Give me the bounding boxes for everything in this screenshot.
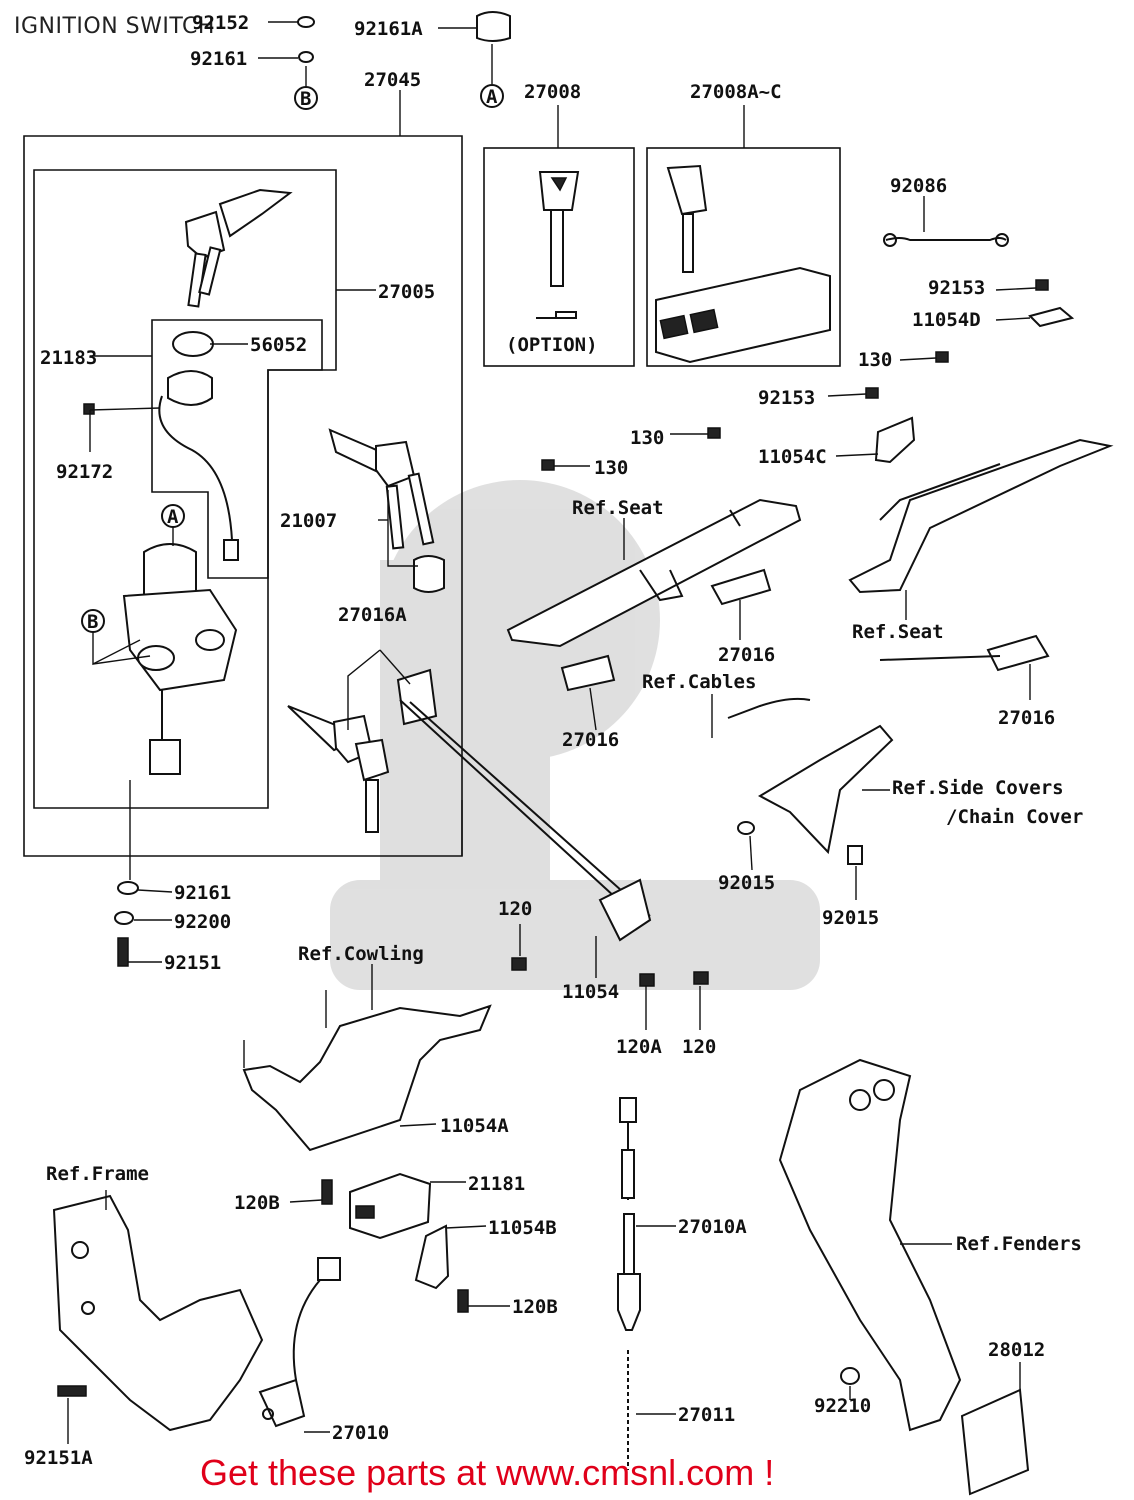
- switch-27010: [258, 1257, 341, 1428]
- key-icon: [184, 188, 293, 308]
- label-120-a: 120: [498, 898, 532, 920]
- cowling-bracket: [242, 990, 492, 1152]
- label-21181: 21181: [468, 1173, 525, 1195]
- key-icon: [287, 705, 390, 833]
- seat-bracket-left: [506, 498, 802, 648]
- label-27005: 27005: [378, 281, 435, 303]
- callout-b-top: B: [300, 88, 311, 110]
- ref-chain-cover: /Chain Cover: [946, 806, 1083, 828]
- label-92200: 92200: [174, 911, 231, 933]
- screws: [57, 279, 1049, 1397]
- label-130-b: 130: [630, 427, 664, 449]
- rear-fender: [778, 1058, 962, 1432]
- ignition-switch: [122, 331, 239, 775]
- bracket-11054b: [414, 1224, 450, 1290]
- footer-link-text[interactable]: Get these parts at www.cmsnl.com !: [200, 1452, 775, 1493]
- label-11054d: 11054D: [912, 309, 981, 331]
- label-27010a: 27010A: [678, 1216, 747, 1238]
- ref-seat-a: Ref.Seat: [572, 497, 664, 519]
- ref-side-covers: Ref.Side Covers: [892, 777, 1064, 799]
- label-92152: 92152: [192, 12, 249, 34]
- label-27010: 27010: [332, 1422, 389, 1444]
- ref-labels: Ref.Seat Ref.Seat Ref.Cables Ref.Side Co…: [46, 497, 1083, 1255]
- label-27016-b: 27016: [562, 729, 619, 751]
- label-120b-a: 120B: [234, 1192, 280, 1214]
- label-92153-a: 92153: [928, 277, 985, 299]
- switch-27010a: [617, 1097, 641, 1331]
- label-92086: 92086: [890, 175, 947, 197]
- callout-b-left: B: [87, 611, 98, 633]
- label-92015-b: 92015: [822, 907, 879, 929]
- relay-box-21181: [349, 1172, 432, 1240]
- key-icon: [538, 164, 708, 287]
- label-92172: 92172: [56, 461, 113, 483]
- ref-cowling: Ref.Cowling: [298, 943, 424, 965]
- label-27045: 27045: [364, 69, 421, 91]
- label-92153-b: 92153: [758, 387, 815, 409]
- clip-27016: [560, 568, 1050, 692]
- transponder-box: [655, 266, 831, 364]
- label-120a: 120A: [616, 1036, 662, 1058]
- seat-cable-92086: [883, 233, 1009, 247]
- clip-11054c: [874, 416, 916, 464]
- label-92151: 92151: [164, 952, 221, 974]
- label-27016a: 27016A: [338, 604, 407, 626]
- label-21183: 21183: [40, 347, 97, 369]
- label-27016-c: 27016: [998, 707, 1055, 729]
- ref-frame: Ref.Frame: [46, 1163, 149, 1185]
- small-fasteners-top: [258, 11, 511, 88]
- callout-a-top: A: [486, 86, 498, 108]
- side-cover-bracket: [757, 724, 894, 855]
- key-icon: [328, 428, 435, 550]
- label-120-b: 120: [682, 1036, 716, 1058]
- part-labels: 92152 92161A 92161 27045 27008 27008A~C …: [24, 12, 1055, 1469]
- ref-seat-b: Ref.Seat: [852, 621, 944, 643]
- callouts: B A A B: [81, 84, 504, 633]
- option-key-blank: [536, 311, 577, 319]
- label-56052: 56052: [250, 334, 307, 356]
- label-130-a: 130: [858, 349, 892, 371]
- label-92161-b: 92161: [174, 882, 231, 904]
- ref-cables: Ref.Cables: [642, 671, 756, 693]
- label-27011: 27011: [678, 1404, 735, 1426]
- frame-bracket: [52, 1194, 264, 1432]
- callout-a-left: A: [167, 506, 179, 528]
- page-title: IGNITION SWITCH: [14, 14, 215, 39]
- label-27016-a: 27016: [718, 644, 775, 666]
- label-92210: 92210: [814, 1395, 871, 1417]
- label-92161-top: 92161: [190, 48, 247, 70]
- label-11054: 11054: [562, 981, 619, 1003]
- seat-lock-cable: [399, 655, 1001, 942]
- label-130-c: 130: [594, 457, 628, 479]
- label-28012: 28012: [988, 1339, 1045, 1361]
- lock-cylinder: [396, 555, 445, 726]
- label-92161a: 92161A: [354, 18, 423, 40]
- label-92151a: 92151A: [24, 1447, 93, 1469]
- label-option: (OPTION): [506, 334, 598, 356]
- plate-28012: [960, 1388, 1030, 1496]
- label-27008: 27008: [524, 81, 581, 103]
- label-11054c: 11054C: [758, 446, 827, 468]
- label-92015-a: 92015: [718, 872, 775, 894]
- label-120b-b: 120B: [512, 1296, 558, 1318]
- collars: [737, 821, 863, 865]
- leader-lines: [67, 196, 1037, 1444]
- label-27008a-c: 27008A~C: [690, 81, 782, 103]
- clip-11054d: [1028, 306, 1075, 328]
- seat-bracket-right: [848, 438, 1114, 594]
- label-11054b: 11054B: [488, 1217, 557, 1239]
- label-11054a: 11054A: [440, 1115, 509, 1137]
- label-21007: 21007: [280, 510, 337, 532]
- ref-fenders: Ref.Fenders: [956, 1233, 1082, 1255]
